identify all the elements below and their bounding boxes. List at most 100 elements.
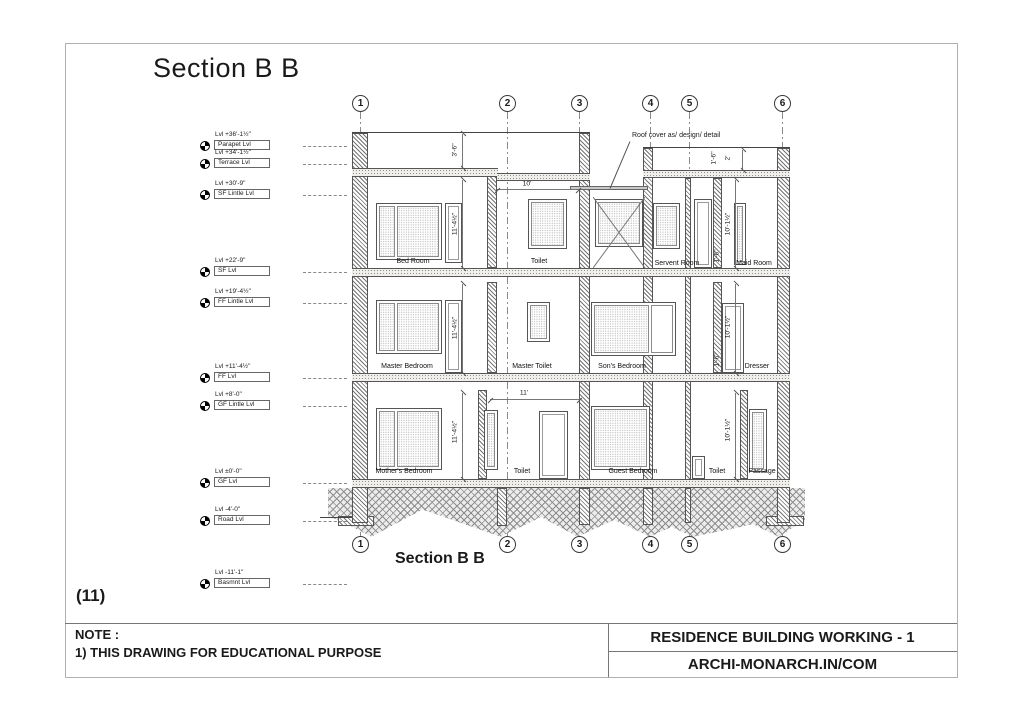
level-dash-line: [303, 303, 347, 304]
titleblock-mid-line: [608, 651, 957, 652]
window-pane: [530, 305, 547, 339]
maid-door-sf: [694, 199, 712, 268]
dim-text-11ft: 11': [519, 389, 529, 397]
dim-text-ff-right: 10'-1½": [724, 315, 732, 339]
roof-cover-annotation: Roof cover as/ design/ detail: [632, 132, 721, 139]
room-label-maid-room: Maid Room: [736, 260, 772, 267]
benchmark-icon: [200, 373, 210, 383]
level-value: Lvl +11'-4½": [215, 363, 251, 370]
benchmark-icon: [200, 190, 210, 200]
benchmark-icon: [200, 401, 210, 411]
dresser-door-ff: [722, 303, 744, 373]
level-value: Lvl -4'-0": [215, 506, 241, 513]
room-label-toilet-sf: Toilet: [530, 258, 548, 265]
window-pane: [379, 411, 395, 467]
dim-text-gf-right: 10'-1½": [724, 418, 732, 442]
grid-bubble-top-5: 5: [681, 95, 698, 112]
level-value: Lvl +22'-9": [215, 257, 246, 264]
roof-slab-dropped: [497, 173, 590, 181]
master-toilet-window-ff: [527, 302, 550, 342]
wall-stub-grid4: [643, 488, 653, 525]
room-label-master-toilet: Master Toilet: [512, 363, 552, 370]
grid-bubble-top-6: 6: [774, 95, 791, 112]
titleblock-top-line: [65, 623, 957, 624]
room-label-sons-bedroom: Son's Bedroom: [598, 363, 646, 370]
level-dash-line: [303, 483, 347, 484]
ff-floor-slab: [352, 373, 790, 382]
roof-slab-right: [643, 170, 790, 178]
window-pane: [737, 206, 743, 262]
parapet-top-right: [643, 147, 790, 148]
note-line-1: 1) THIS DRAWING FOR EDUCATIONAL PURPOSE: [75, 645, 382, 660]
level-dash-line: [303, 584, 347, 585]
project-title: RESIDENCE BUILDING WORKING - 1: [650, 628, 915, 646]
parapet-top-left: [352, 132, 590, 133]
level-marker-gf-lintle: Lvl +8'-0" GF Lintle Lvl: [198, 391, 358, 417]
room-label-toilet-gf-2: Toilet: [708, 468, 726, 475]
wall-stub-grid3: [579, 488, 590, 525]
toilet-window-sf: [528, 199, 567, 249]
room-label-dresser: Dresser: [744, 363, 770, 370]
dim-text-sf-lintel: 1'-6": [713, 249, 721, 263]
benchmark-icon: [200, 516, 210, 526]
grid-bubble-bottom-4: 4: [642, 536, 659, 553]
window-pane: [379, 206, 395, 257]
level-value: Lvl +19'-4½": [215, 288, 251, 295]
grid-bubble-top-4: 4: [642, 95, 659, 112]
room-label-mothers-bedroom: Mother's Bedroom: [375, 468, 433, 475]
stair-roof-cover: [570, 186, 648, 190]
level-name: Parapet Lvl: [214, 140, 270, 150]
titleblock-divider: [608, 623, 609, 677]
level-name: FF Lintle Lvl: [214, 297, 270, 307]
window-pane: [531, 202, 564, 246]
stair-cross-lines: [593, 197, 645, 268]
dim-text-parapet: 3'-6": [451, 143, 459, 157]
gf-floor-slab: [352, 479, 790, 488]
wall-b-second-floor: [713, 178, 722, 268]
window-pane: [656, 206, 677, 246]
dim-text-gf-left: 11'-4½": [451, 420, 459, 444]
level-marker-terrace: Lvl +34'-1½" Terrace Lvl: [198, 149, 358, 175]
grid-bubble-bottom-5: 5: [681, 536, 698, 553]
dim-text-sf-right: 10'-1½": [724, 212, 732, 236]
roof-slab-left: [352, 168, 498, 177]
note-heading: NOTE :: [75, 627, 120, 642]
dim-line-ff-right: [735, 284, 736, 373]
benchmark-icon: [200, 267, 210, 277]
level-value: Lvl +36'-1½": [215, 131, 251, 138]
sf-floor-slab: [352, 268, 790, 277]
dim-text-roof-b: 2': [724, 155, 732, 161]
dim-text-sf-left: 11'-4½": [451, 212, 459, 236]
level-marker-gf: Lvl ±0'-0" GF Lvl: [198, 468, 358, 494]
level-value: Lvl +8'-0": [215, 391, 242, 398]
level-name: SF Lvl: [214, 266, 270, 276]
wall-grid6: [777, 148, 790, 523]
wall-a-second-floor: [487, 175, 497, 268]
level-marker-sf: Lvl +22'-9" SF Lvl: [198, 257, 358, 283]
benchmark-icon: [200, 478, 210, 488]
level-name: Basmnt Lvl: [214, 578, 270, 588]
window-pane: [397, 411, 439, 467]
level-marker-ff-lintle: Lvl +19'-4½" FF Lintle Lvl: [198, 288, 358, 314]
benchmark-icon: [200, 159, 210, 169]
level-dash-line: [303, 146, 347, 147]
window-pane: [397, 303, 439, 351]
level-name: FF Lvl: [214, 372, 270, 382]
bedroom-window-sf: [376, 203, 442, 260]
window-pane: [379, 303, 395, 351]
dim-line-11ft: [490, 399, 580, 400]
road-level-line: [320, 517, 352, 518]
level-dash-line: [303, 406, 347, 407]
level-marker-parapet: Lvl +36'-1½" Parapet Lvl: [198, 131, 358, 157]
toilet-step-gf: [692, 456, 705, 479]
grid-bubble-bottom-6: 6: [774, 536, 791, 553]
level-dash-line: [303, 164, 347, 165]
window-pane: [594, 305, 649, 353]
guest-bedroom-window-gf: [591, 406, 650, 470]
window-pane: [397, 206, 439, 257]
room-label-bed-room: Bed Room: [396, 258, 430, 265]
wall-a-first-floor: [487, 282, 497, 373]
dim-text-roof-a: 1'-6": [710, 151, 718, 165]
passage-window-gf: [749, 409, 767, 472]
